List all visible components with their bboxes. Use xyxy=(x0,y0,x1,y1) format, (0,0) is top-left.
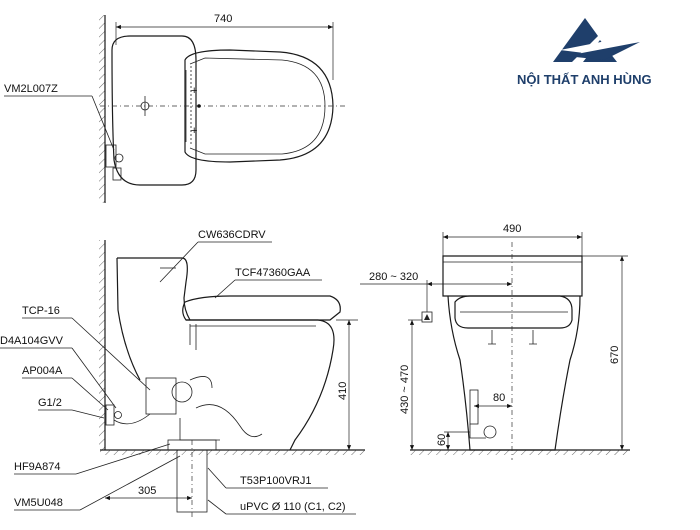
leader-vm2l007z xyxy=(91,95,115,151)
bowl-front xyxy=(447,295,581,451)
valve-knob-top xyxy=(114,153,124,163)
dim-490-label: 490 xyxy=(503,223,521,235)
wall-hatch-top xyxy=(99,15,105,203)
anh-hung-logo-icon xyxy=(553,18,642,62)
label-cw636cdrv: CW636CDRV xyxy=(198,229,266,241)
plus-mark-1: + xyxy=(191,85,197,97)
label-g12: G1/2 xyxy=(38,397,62,409)
tank-back xyxy=(116,257,141,381)
label-hf9a874: HF9A874 xyxy=(14,461,60,473)
leader-upvc xyxy=(207,499,227,515)
pump-pipe-2 xyxy=(195,404,263,438)
pump-box xyxy=(145,377,177,415)
side-view: 410 305 CW636CDRV TCF47360GAA TCP-16 D4A… xyxy=(0,229,365,518)
leader-ap004a xyxy=(71,377,109,411)
dim-305-label: 305 xyxy=(138,485,156,497)
label-tcf47360gaa: TCF47360GAA xyxy=(235,267,311,279)
bidet-seat xyxy=(182,295,341,321)
leader-vm5u048 xyxy=(79,455,181,511)
bowl-side xyxy=(186,319,335,451)
seat-front xyxy=(454,295,573,329)
label-vm2l007z: VM2L007Z xyxy=(4,83,58,95)
dim-280-320-label: 280 ~ 320 xyxy=(369,271,418,283)
dim-740-label: 740 xyxy=(214,13,232,25)
leader-cw636cdrv xyxy=(159,241,199,283)
label-upvc: uPVC Ø 110 (C1, C2) xyxy=(240,501,346,513)
hinge-pins-front xyxy=(488,330,537,345)
outlet-symbol xyxy=(424,314,430,320)
dim-410-label: 410 xyxy=(337,382,349,400)
dim-670-label: 670 xyxy=(609,346,621,364)
label-ap004a: AP004A xyxy=(22,365,63,377)
plus-mark-2: + xyxy=(191,125,197,137)
leader-hf9a874 xyxy=(75,443,171,475)
hose-side xyxy=(113,413,151,425)
pump-pipe-1 xyxy=(189,376,213,389)
pump-pipe-3 xyxy=(179,418,220,441)
brand-logo: NỘI THẤT ANH HÙNG xyxy=(517,18,652,87)
dim-430-470-label: 430 ~ 470 xyxy=(399,365,411,414)
front-view: 490 280 ~ 320 430 ~ 470 670 80 xyxy=(360,223,630,460)
leader-tcp16 xyxy=(71,317,151,391)
leader-g12 xyxy=(71,409,105,419)
label-vm5u048: VM5U048 xyxy=(14,497,63,509)
wall-hatch-side xyxy=(99,240,105,450)
label-tcp16: TCP-16 xyxy=(22,305,60,317)
valve-top xyxy=(105,144,117,168)
valve-knob-front xyxy=(483,425,497,439)
leader-tcf47360gaa xyxy=(214,279,236,299)
valve-pipe-front xyxy=(469,424,486,439)
dim-60-label: 60 xyxy=(436,434,448,446)
label-t53p100vrj1: T53P100VRJ1 xyxy=(240,475,312,487)
dim-80-label: 80 xyxy=(493,392,505,404)
valve-front xyxy=(469,389,479,425)
floor-hatch-front xyxy=(410,450,630,455)
tank-top-outline xyxy=(111,35,197,186)
leader-t53p100vrj1 xyxy=(207,467,227,489)
valve-body-top xyxy=(112,167,122,181)
valve-knob-side xyxy=(114,411,122,419)
valve-side xyxy=(105,404,115,426)
leader-d4a104gvv xyxy=(71,347,117,409)
floor-hatch-side xyxy=(100,450,365,455)
pump-motor xyxy=(171,381,193,403)
center-dot xyxy=(197,104,201,108)
top-view: 740 + + VM2L007Z xyxy=(4,13,345,203)
brand-name: NỘI THẤT ANH HÙNG xyxy=(517,72,652,87)
label-d4a104gvv: D4A104GVV xyxy=(0,335,64,347)
tank-side xyxy=(117,257,191,321)
